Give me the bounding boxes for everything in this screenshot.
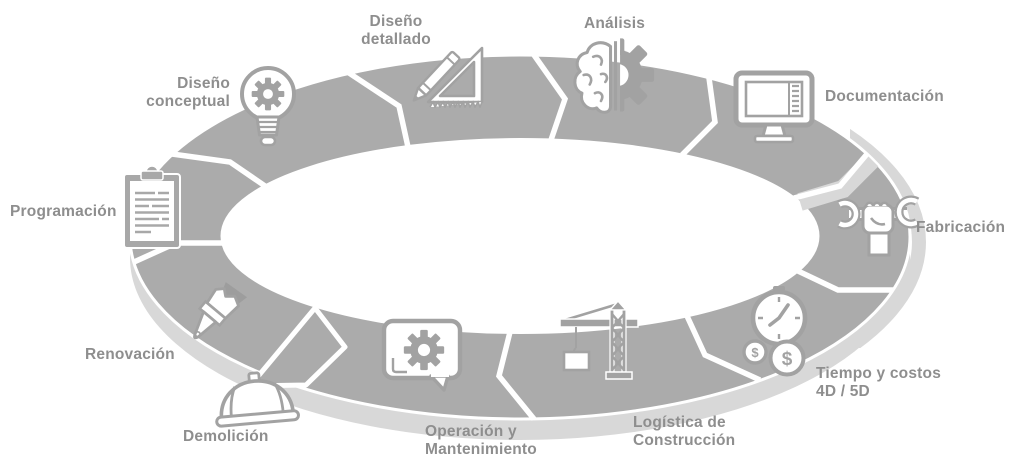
segment-divider xyxy=(684,314,762,383)
hand-holding-wrench-icon xyxy=(837,195,920,257)
brain-gear-icon xyxy=(573,38,655,114)
segment-divider xyxy=(347,70,411,148)
clipboard-icon xyxy=(123,165,181,249)
stage-label-diseno-conceptual: Diseño conceptual xyxy=(146,75,230,111)
svg-text:$: $ xyxy=(751,345,759,360)
svg-text:$: $ xyxy=(782,349,793,370)
stage-label-fabricacion: Fabricación xyxy=(916,219,1006,236)
computer-monitor-icon xyxy=(733,70,815,144)
cycle-exit-arrow xyxy=(247,305,348,389)
segment-divider xyxy=(793,152,870,201)
gear-speech-bubble-icon xyxy=(381,318,463,392)
paintbrush-icon xyxy=(193,282,248,340)
stage-label-documentacion: Documentación xyxy=(825,88,944,105)
set-square-pencil-icon xyxy=(412,46,484,108)
stopwatch-coins-icon: $ $ xyxy=(742,286,808,377)
stage-label-analisis: Análisis xyxy=(584,15,646,32)
stage-label-operacion: Operación y Mantenimiento xyxy=(425,423,537,459)
dollar-coin-large: $ xyxy=(768,339,806,377)
segment-divider xyxy=(531,53,569,141)
stage-label-diseno-detallado: Diseño detallado xyxy=(361,13,431,49)
stage-label-logistica: Logística de Construcción xyxy=(633,414,736,450)
segment-divider xyxy=(171,151,267,189)
stage-label-demolicion: Demolición xyxy=(183,428,269,445)
segment-gap xyxy=(797,153,879,211)
segment-divider xyxy=(680,77,718,157)
tower-crane-icon xyxy=(559,299,639,380)
stage-label-programacion: Programación xyxy=(10,203,117,220)
segment-dividers xyxy=(132,53,893,421)
segment-divider xyxy=(495,331,537,421)
segment-divider xyxy=(796,268,893,293)
dollar-coin-small: $ xyxy=(742,339,768,365)
idea-lightbulb-gear-icon xyxy=(240,66,296,147)
stage-label-tiempo-costos: Tiempo y costos 4D / 5D xyxy=(816,365,942,401)
stage-label-renovacion: Renovación xyxy=(85,346,175,363)
hard-hat-icon xyxy=(215,371,300,428)
